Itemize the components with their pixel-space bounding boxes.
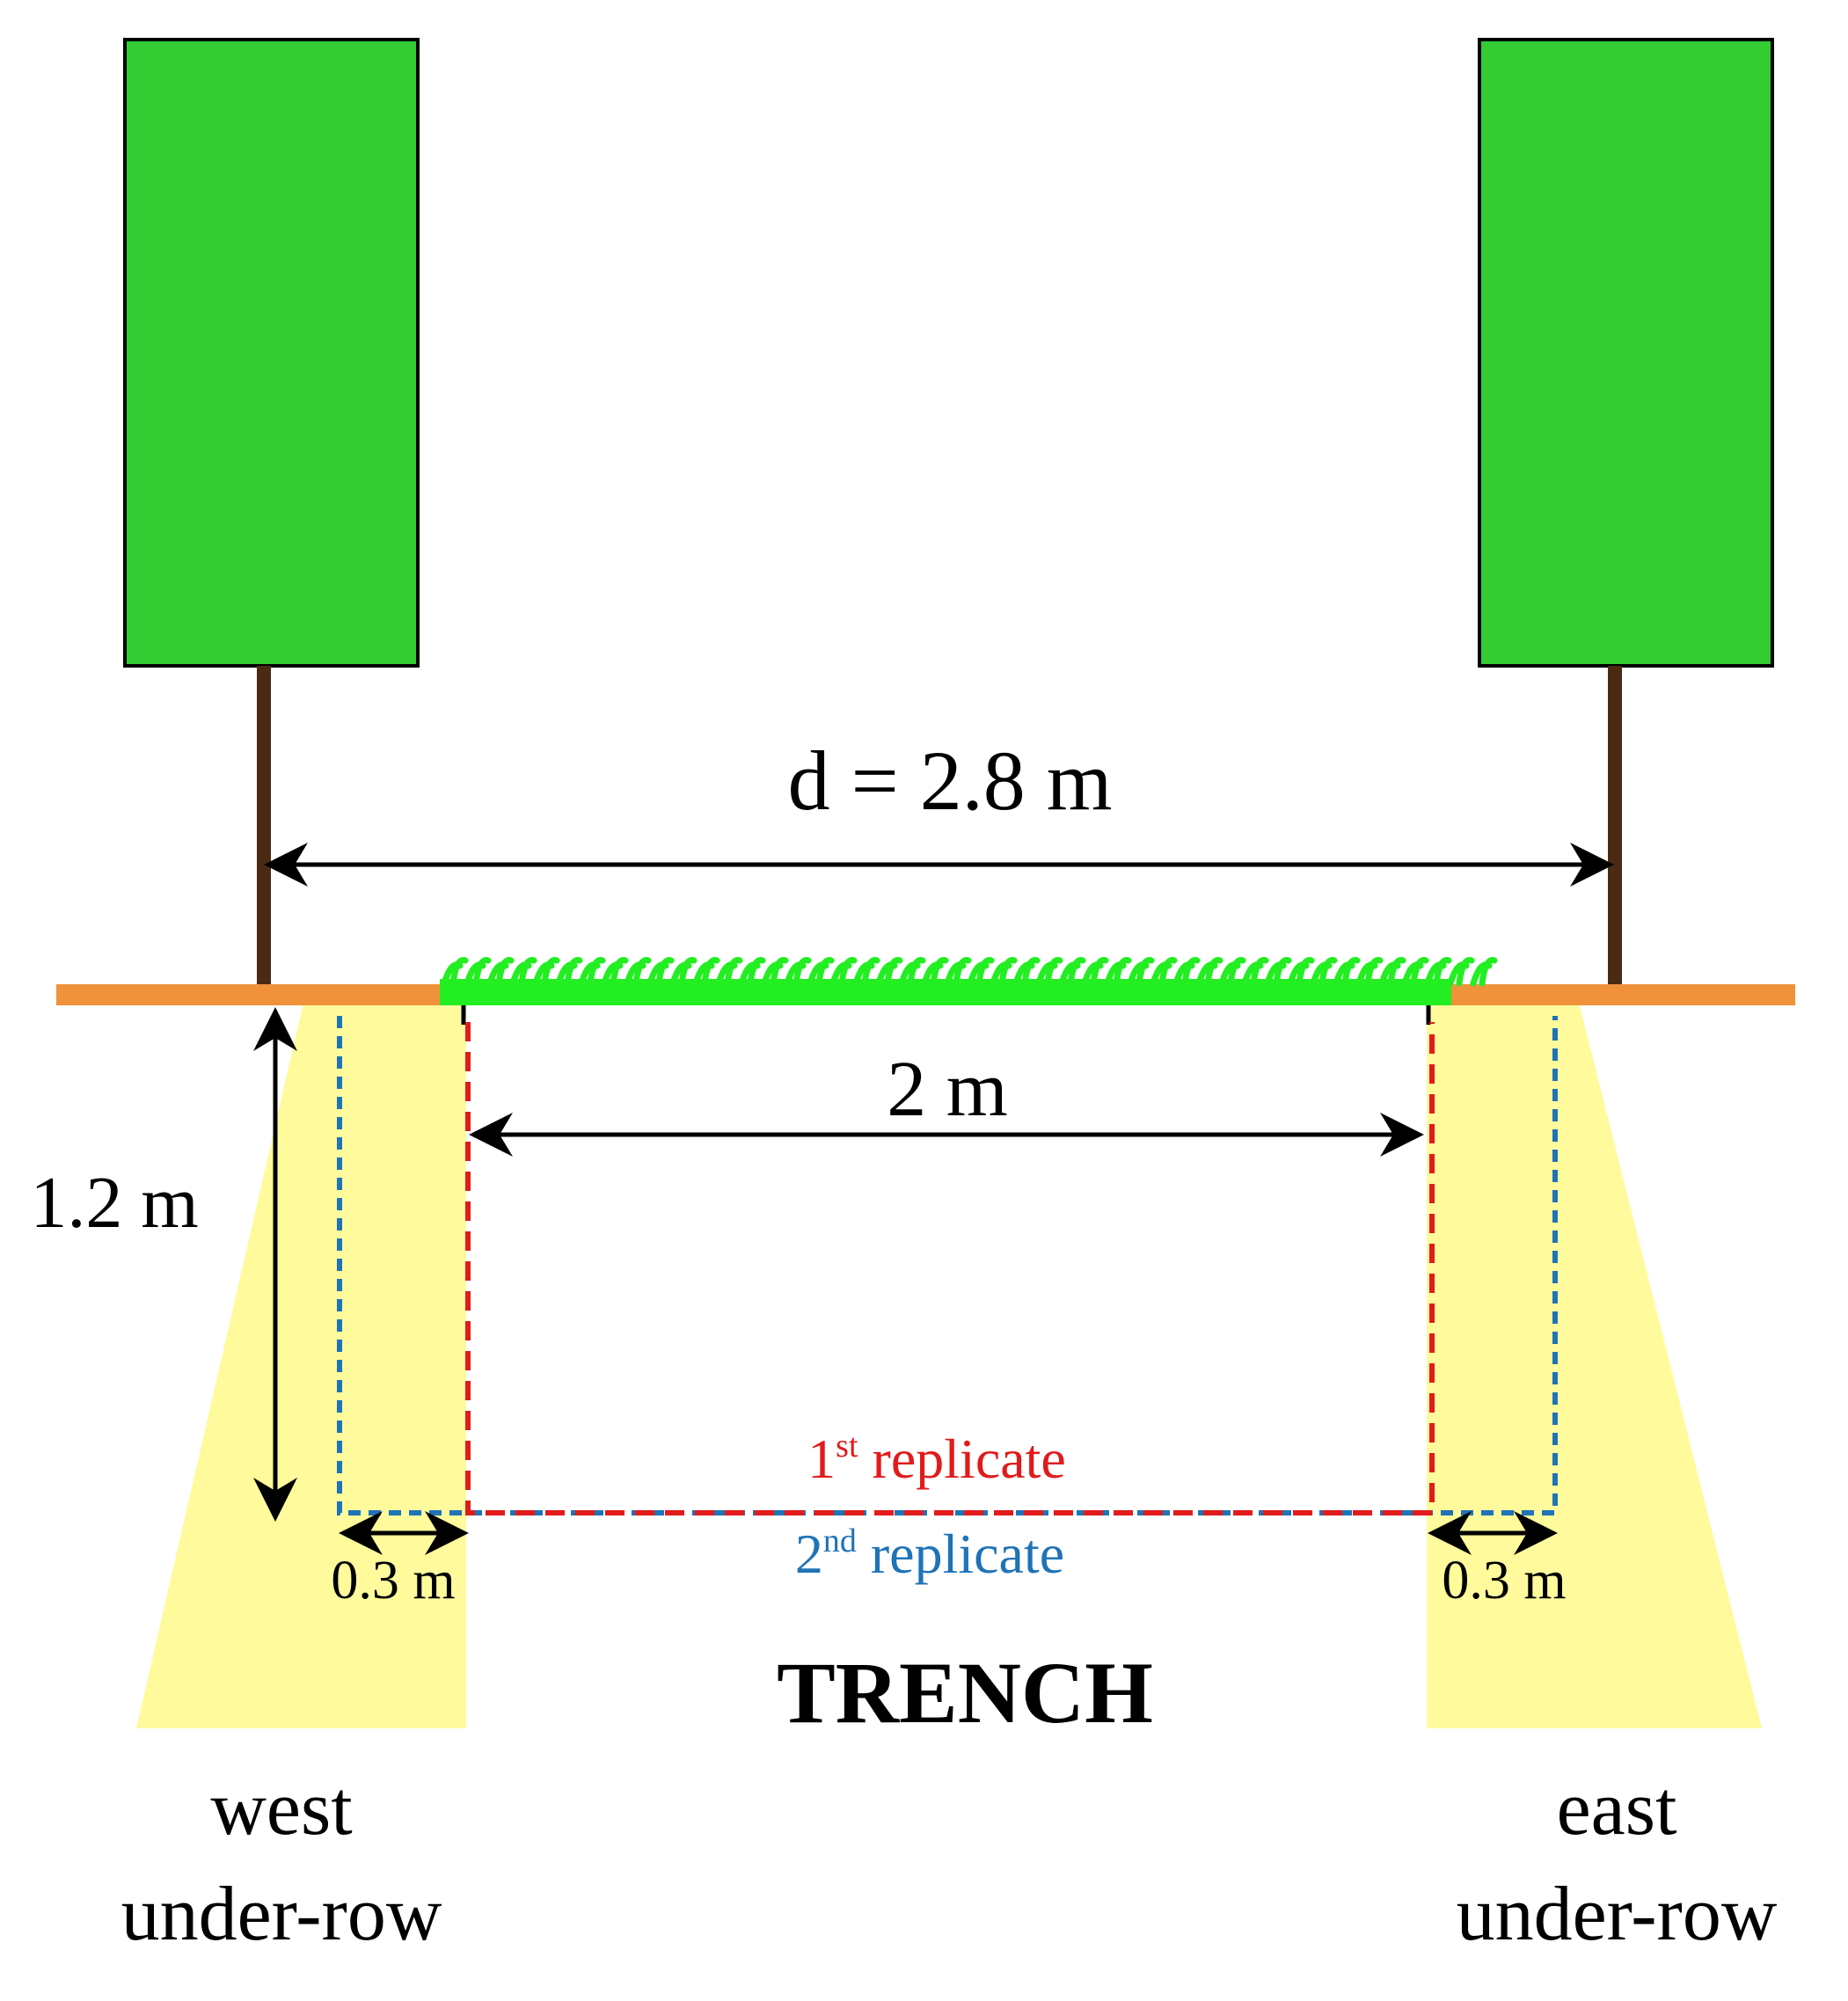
- east-under-row-line1: east: [1557, 1766, 1677, 1851]
- west-offset-label: 0.3 m: [331, 1551, 455, 1610]
- tree-spacing-label: d = 2.8 m: [788, 734, 1113, 828]
- west-under-row-line2: under-row: [121, 1872, 442, 1957]
- replicate-1-outline: [465, 1022, 1435, 1515]
- east-offset-label: 0.3 m: [1442, 1551, 1566, 1610]
- east-under-row-line2: under-row: [1457, 1872, 1778, 1957]
- depth-label: 1.2 m: [30, 1162, 198, 1244]
- east-root-zone: [1427, 1003, 1762, 1728]
- replicate-1-label: 1st replicate: [807, 1428, 1066, 1490]
- west-tree-trunk: [257, 666, 271, 984]
- east-tree-trunk: [1608, 666, 1622, 984]
- trench-title: TRENCH: [777, 1644, 1153, 1742]
- trench-width-label: 2 m: [887, 1046, 1008, 1133]
- west-under-row-line1: west: [210, 1766, 352, 1851]
- grass-strip: [440, 957, 1498, 1005]
- west-root-zone: [136, 1003, 466, 1728]
- west-tree-canopy: [123, 38, 420, 668]
- east-tree-canopy: [1478, 38, 1774, 668]
- replicate-2-label: 2nd replicate: [795, 1523, 1064, 1585]
